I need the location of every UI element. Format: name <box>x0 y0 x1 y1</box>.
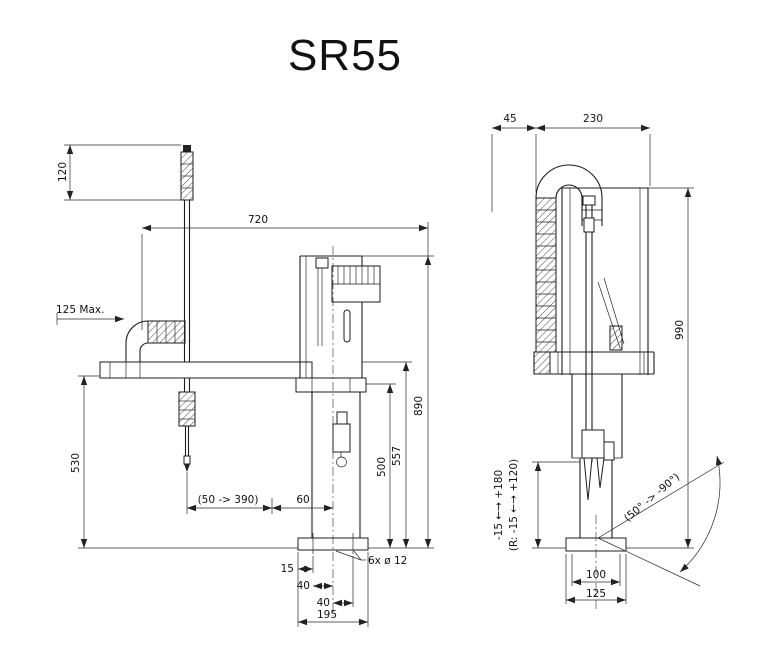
dim-125-label: 125 <box>586 588 606 600</box>
tool-tip <box>583 457 593 501</box>
cable-carrier <box>535 164 603 353</box>
dim-195-label: 195 <box>317 609 337 621</box>
tool-tip <box>596 457 605 489</box>
side-view: 45 230 990 -15 ←→ +180 (R: -15 ←→ +120) … <box>491 113 725 612</box>
dim-15-label: 15 <box>281 563 294 575</box>
dim-z-range-label: -15 ←→ +180 <box>493 470 505 540</box>
dim-60-label: 60 <box>296 494 309 506</box>
dim-530-label: 530 <box>70 453 82 473</box>
dim-125max-label: 125 Max. <box>56 304 104 316</box>
arm-flange <box>295 377 367 393</box>
dim-stroke-label: (50 -> 390) <box>198 494 259 506</box>
dim-890-label: 890 <box>413 396 425 416</box>
base-plate <box>297 246 369 616</box>
dim-holes-label: 6x ø 12 <box>368 555 407 567</box>
dim-45-label: 45 <box>503 113 516 125</box>
dim-557-label: 557 <box>391 446 403 466</box>
side-view-dimensions: 45 230 990 -15 ←→ +180 (R: -15 ←→ +120) … <box>491 113 694 604</box>
dim-500-label: 500 <box>376 457 388 477</box>
tool-block <box>581 429 605 459</box>
arm <box>99 361 313 379</box>
column <box>295 255 381 393</box>
dim-40b-label: 40 <box>317 597 330 609</box>
dim-rotation-label: (50° -> -90°) <box>622 471 682 524</box>
dim-r-range-label: (R: -15 ←→ +120) <box>508 459 520 551</box>
rotation-range <box>597 455 725 587</box>
dim-120-label: 120 <box>57 162 69 182</box>
column-slot <box>343 309 351 343</box>
cable-loop <box>125 320 186 362</box>
dim-990-label: 990 <box>674 320 686 340</box>
side-arm <box>533 351 655 375</box>
air-fitting <box>332 423 351 453</box>
side-view-geometry <box>533 164 725 612</box>
side-base-plate <box>565 515 627 612</box>
front-view-dimensions: 120 720 125 Max. 890 557 500 5 <box>56 144 434 627</box>
drawing-title: SR55 <box>288 31 402 80</box>
side-body <box>561 187 649 462</box>
dim-720-label: 720 <box>248 214 268 226</box>
dim-100-label: 100 <box>586 569 606 581</box>
body-cylinder <box>311 392 361 538</box>
front-view-geometry <box>99 145 381 616</box>
dim-40a-label: 40 <box>297 580 310 592</box>
dim-230-label: 230 <box>583 113 603 125</box>
side-lower-body <box>571 374 623 538</box>
front-view: 120 720 125 Max. 890 557 500 5 <box>56 144 434 627</box>
ball-screw-shaft <box>178 145 196 472</box>
